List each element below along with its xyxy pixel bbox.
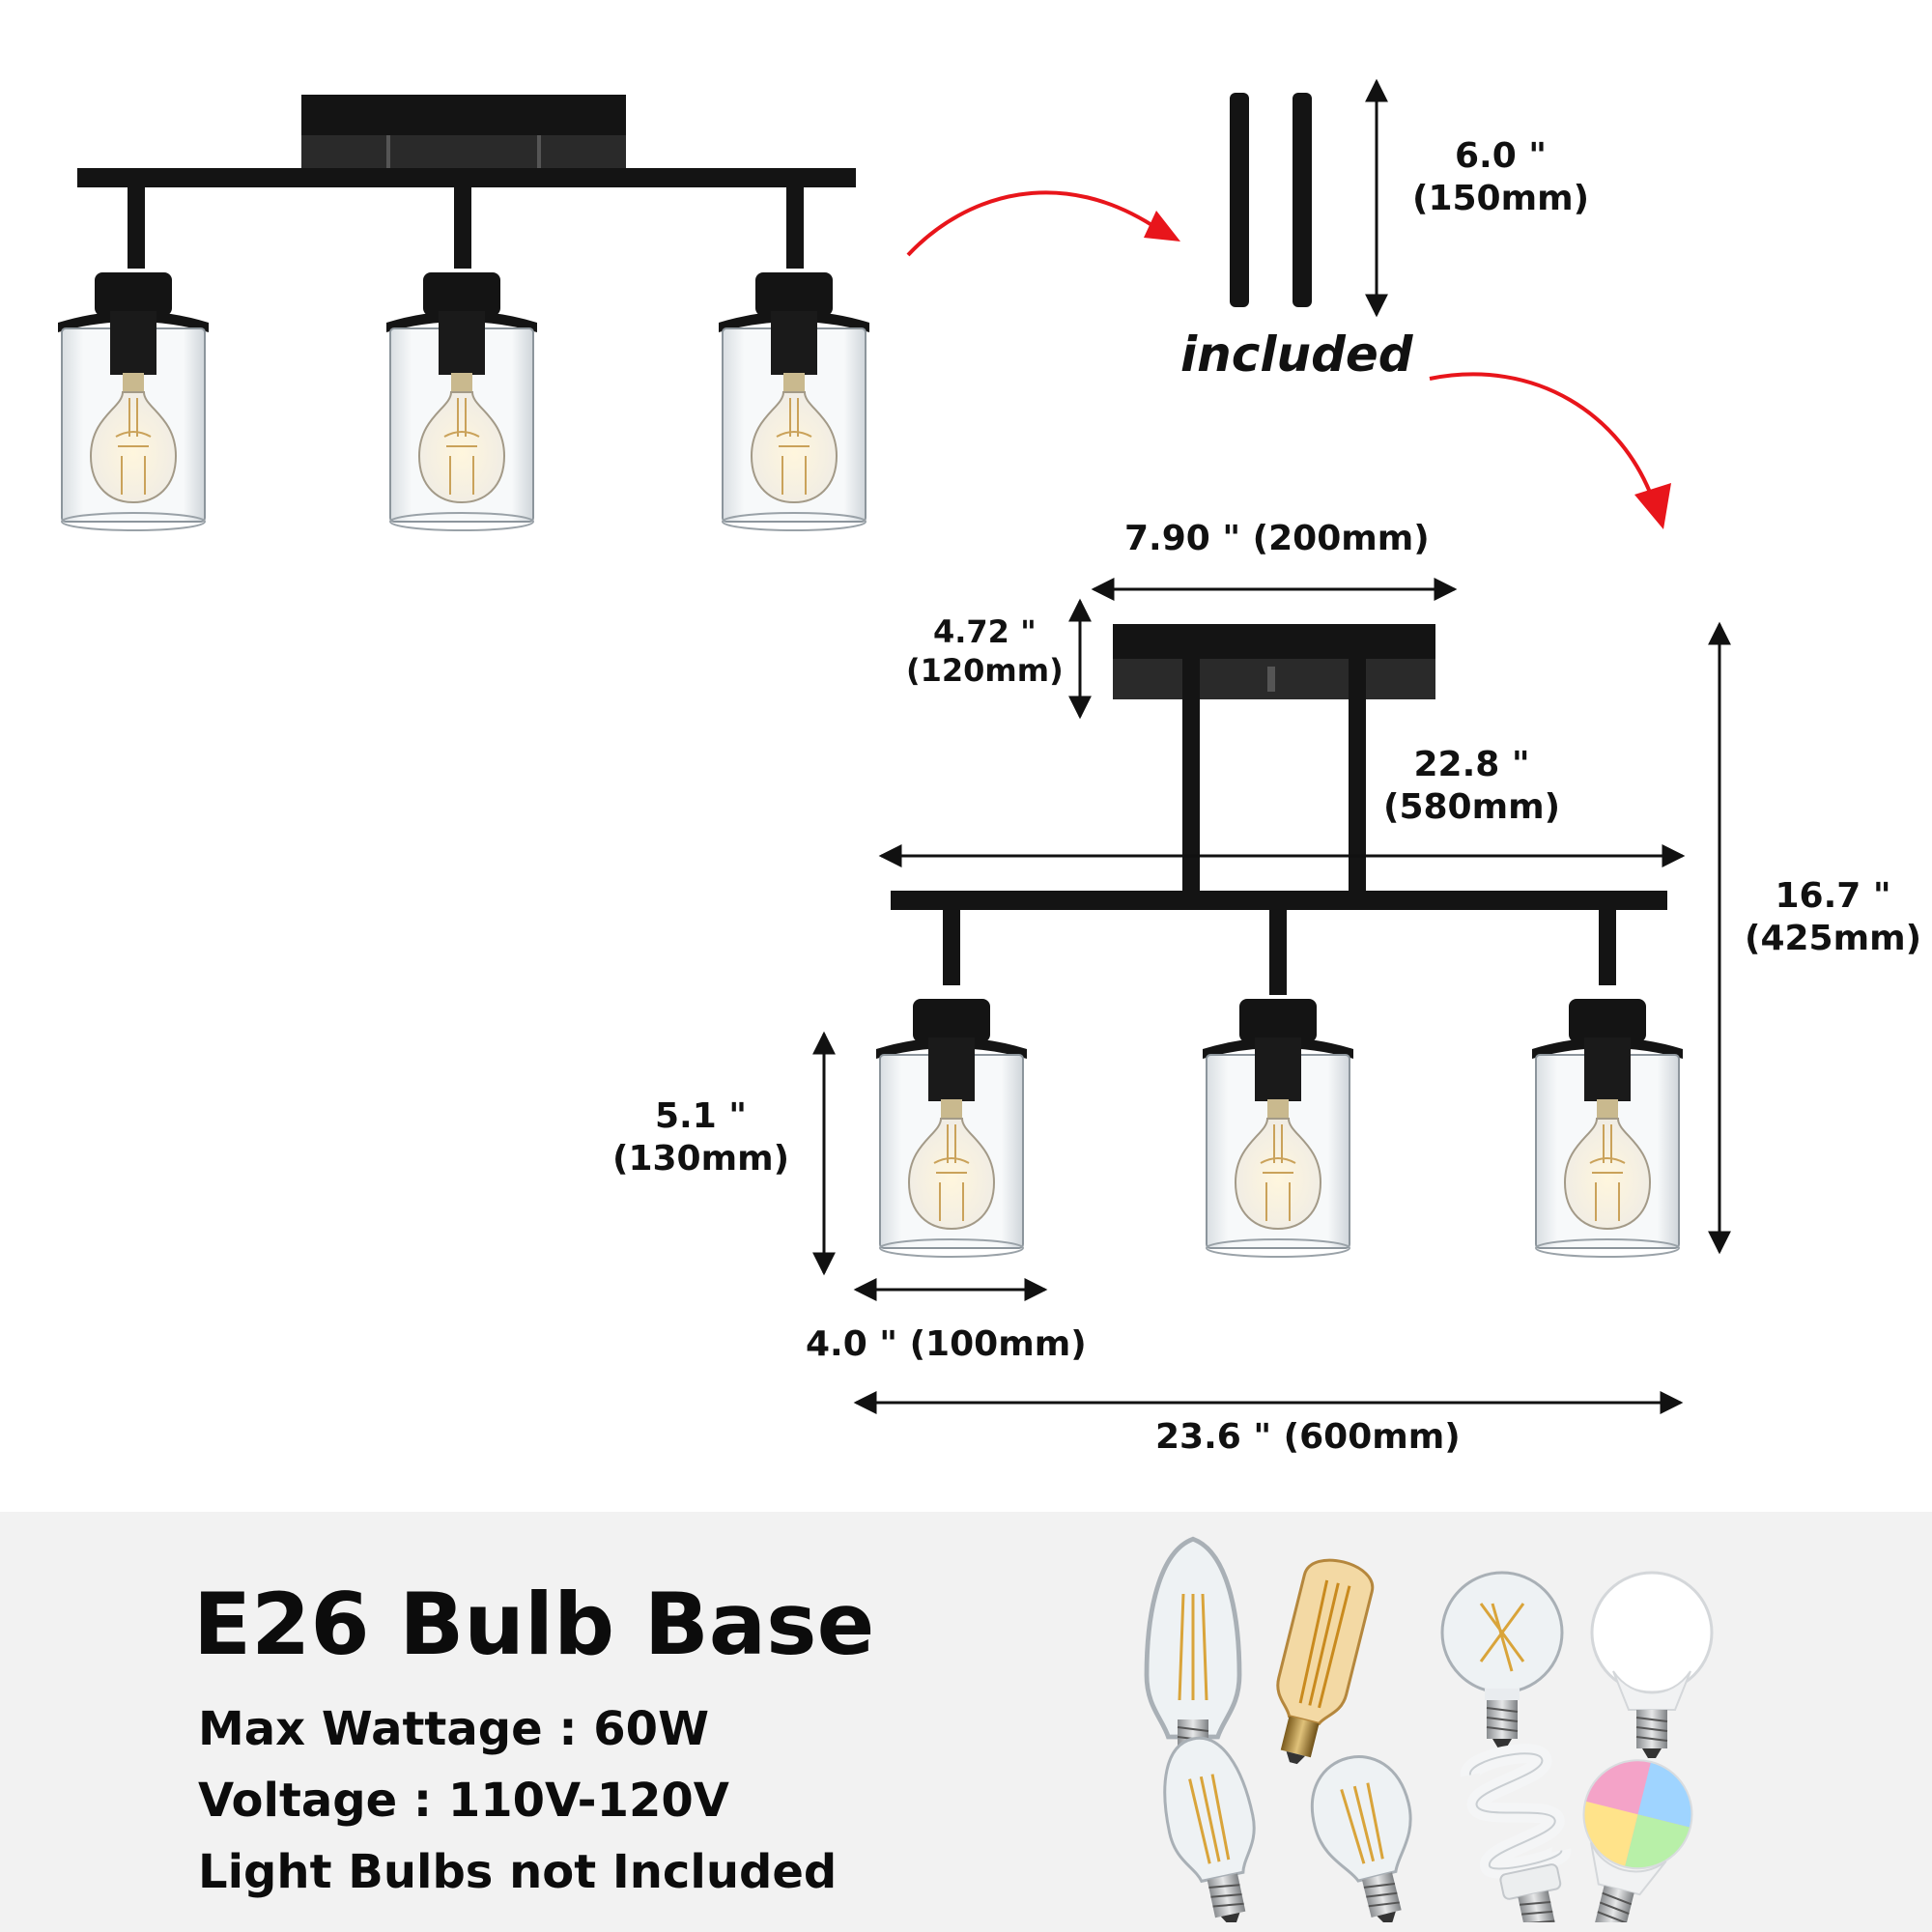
- bar-length-in: 22.8 ": [1413, 745, 1530, 784]
- total-height-in: 16.7 ": [1775, 876, 1891, 916]
- amber-tube-bulb-icon: [1276, 1558, 1375, 1765]
- globe-filament-bulb-icon: [1440, 1571, 1564, 1749]
- canopy-height-mm: (120mm): [906, 652, 1064, 689]
- red-arrow-2: [1429, 372, 1656, 503]
- red-arrow-1: [906, 190, 1161, 257]
- shade-width-label: 4.0 " (100mm): [806, 1324, 1087, 1364]
- canopy-plate: [301, 95, 626, 135]
- rgb-smart-bulb-icon: [1582, 1759, 1693, 1922]
- white-led-bulb-icon: [1590, 1571, 1714, 1759]
- crossbar: [77, 168, 856, 187]
- a19-filament-bulb-icon: [1310, 1755, 1412, 1922]
- total-width-label: 23.6 " (600mm): [1155, 1417, 1461, 1457]
- canopy-height-in: 4.72 ": [932, 613, 1037, 650]
- bulb-icon-grid: [1144, 1536, 1714, 1922]
- total-height-label: 16.7 " (425mm): [1745, 875, 1921, 960]
- rods-dim-mm: (150mm): [1412, 179, 1590, 218]
- spec-panel: [0, 1512, 1932, 1932]
- st64-filament-bulb-icon: [1144, 1536, 1242, 1769]
- extension-rods: [1230, 93, 1312, 307]
- canopy-height-label: 4.72 " (120mm): [906, 612, 1064, 690]
- included-label: included: [1180, 327, 1413, 383]
- cfl-spiral-bulb-icon: [1461, 1744, 1572, 1922]
- spec-title: E26 Bulb Base: [193, 1575, 875, 1674]
- st58-filament-bulb-icon: [1163, 1736, 1256, 1922]
- spec-bulbs-note: Light Bulbs not Included: [198, 1845, 838, 1899]
- total-height-mm: (425mm): [1745, 919, 1922, 958]
- bar-length-label: 22.8 " (580mm): [1383, 744, 1560, 829]
- canopy-width-label: 7.90 " (200mm): [1124, 519, 1430, 558]
- fixture-dimensioned: [875, 624, 1684, 1258]
- shade-height-in: 5.1 ": [655, 1096, 748, 1136]
- bar-length-mm: (580mm): [1383, 787, 1561, 827]
- shade-height-label: 5.1 " (130mm): [612, 1095, 789, 1180]
- fixture-preview: [57, 95, 870, 531]
- rods-dimension: 6.0 " (150mm): [1412, 135, 1589, 220]
- spec-voltage: Voltage : 110V-120V: [198, 1774, 729, 1828]
- spec-max-wattage: Max Wattage : 60W: [198, 1702, 710, 1756]
- shade-height-mm: (130mm): [612, 1139, 790, 1179]
- rods-dim-in: 6.0 ": [1455, 136, 1548, 176]
